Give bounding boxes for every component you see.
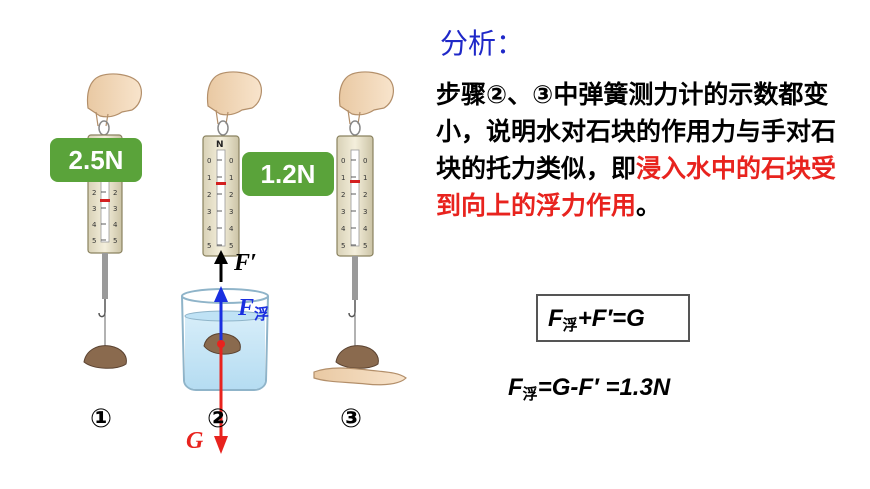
formula-subscript: 浮: [522, 385, 538, 403]
scale-unit-label: N: [216, 140, 224, 150]
svg-text:0: 0: [207, 157, 211, 165]
analysis-text-end: 。: [636, 191, 662, 220]
svg-text:0: 0: [229, 157, 233, 165]
setup-1: 012 345 012 345: [83, 73, 142, 369]
reading-badge-1: 2.5N: [50, 138, 142, 182]
experiment-illustration: 0 1 2 3 4 5 0 1 2 3 4 5 0 1 2 3 4 5 0 1 2 3 4 5 N: [83, 71, 407, 454]
svg-text:0: 0: [363, 157, 367, 165]
svg-text:1: 1: [207, 174, 211, 182]
analysis-paragraph: 步骤②、③中弹簧测力计的示数都变小，说明水对石块的作用力与手对石块的托力类似，即…: [436, 76, 856, 224]
reading-badge-2: 1.2N: [242, 152, 334, 196]
svg-text:4: 4: [229, 225, 234, 233]
buoyant-force-label: F浮: [238, 295, 269, 324]
formula-subscript: 浮: [562, 316, 578, 334]
svg-text:1: 1: [363, 174, 367, 182]
f-prime-label: F′: [234, 250, 257, 276]
svg-text:3: 3: [363, 208, 367, 216]
svg-text:1: 1: [229, 174, 233, 182]
formula-rest: =G-F′ =1.3N: [537, 374, 671, 401]
buoyant-force-symbol: F: [238, 295, 255, 321]
svg-text:3: 3: [207, 208, 211, 216]
supporting-hand-icon: [313, 367, 407, 386]
step-number-2: ②: [207, 404, 230, 434]
svg-text:2: 2: [229, 191, 233, 199]
svg-text:4: 4: [363, 225, 368, 233]
svg-text:5: 5: [207, 242, 211, 250]
step-number-3: ③: [340, 404, 363, 434]
svg-text:3: 3: [341, 208, 345, 216]
f-prime-arrow: [214, 250, 228, 264]
hand-icon: [206, 71, 262, 116]
svg-text:2: 2: [92, 189, 96, 197]
analysis-text: 步骤②、③中弹簧测力计的示数都变小，说明水对石块的作用力与手对石块的托力类似，即: [436, 80, 837, 183]
gravity-arrow: [214, 436, 228, 454]
svg-text:5: 5: [341, 242, 345, 250]
svg-text:1: 1: [341, 174, 345, 182]
svg-text:4: 4: [113, 221, 118, 229]
buoyant-force-subscript: 浮: [254, 305, 270, 323]
svg-text:2: 2: [207, 191, 211, 199]
svg-text:4: 4: [341, 225, 346, 233]
svg-text:5: 5: [229, 242, 233, 250]
svg-text:5: 5: [363, 242, 367, 250]
stone: [335, 345, 379, 369]
stone: [83, 345, 127, 369]
formula-balance: F浮+F′=G: [536, 294, 690, 342]
setup-3: 0 1 2 3 4 5 0 1 2 3 4 5: [313, 71, 407, 386]
formula-result: F浮=G-F′ =1.3N: [508, 374, 670, 404]
svg-text:3: 3: [229, 208, 233, 216]
step-number-1: ①: [90, 404, 113, 434]
svg-text:3: 3: [92, 205, 96, 213]
svg-text:4: 4: [92, 221, 97, 229]
buoyant-force-arrow: [214, 286, 228, 302]
formula-symbol: F: [548, 305, 563, 332]
svg-text:5: 5: [113, 237, 117, 245]
formula-rest: +F′=G: [577, 305, 645, 332]
svg-text:2: 2: [113, 189, 117, 197]
svg-text:5: 5: [92, 237, 96, 245]
svg-text:0: 0: [341, 157, 345, 165]
svg-text:2: 2: [341, 191, 345, 199]
svg-text:2: 2: [363, 191, 367, 199]
hand-icon: [338, 71, 394, 116]
setup-2: 0 1 2 3 4 5 0 1 2 3 4 5 N: [181, 71, 269, 454]
svg-text:4: 4: [207, 225, 212, 233]
beaker: [181, 295, 269, 391]
analysis-title: 分析：: [440, 27, 525, 60]
analysis-highlight: 浸入水中的石块受到向上的浮力作用: [436, 154, 837, 220]
formula-symbol: F: [508, 374, 523, 401]
hand-icon: [86, 73, 142, 118]
gravity-label: G: [186, 428, 204, 454]
svg-text:3: 3: [113, 205, 117, 213]
